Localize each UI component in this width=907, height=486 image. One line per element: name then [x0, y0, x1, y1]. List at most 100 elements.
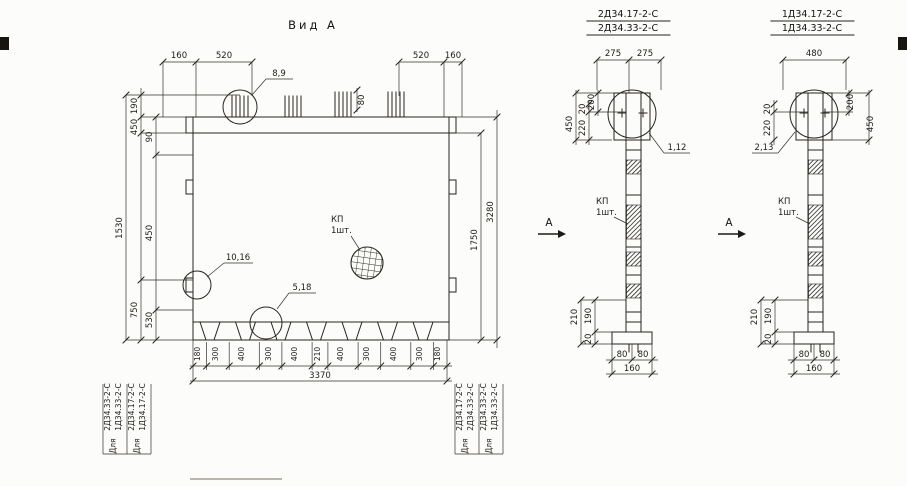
kp-embed-plate	[626, 204, 642, 240]
dim-label: 400	[389, 347, 398, 362]
cut-arrow	[558, 230, 566, 238]
edge-lug	[448, 179, 457, 195]
callout-label-1-12: 1,12	[668, 143, 687, 153]
dimensions-left: 1530 190 450 750 90 450 530	[115, 88, 240, 344]
dim-label: 190	[584, 308, 594, 324]
dim-label: 210	[750, 309, 760, 325]
for-label: Для	[133, 438, 142, 453]
dim-label: 80	[799, 350, 810, 360]
kp-label: КП	[778, 197, 790, 207]
dim-label: 180	[433, 347, 442, 362]
dimensions-right: 1750 3280	[449, 110, 501, 348]
dim-label: 450	[130, 119, 140, 135]
type-label: 2Д34.33-2-С	[479, 383, 488, 431]
applicability-left: 2Д34.33-2-С 1Д34.33-2-С Для 2Д34.17-2-С …	[102, 383, 152, 455]
dim-label: 300	[415, 347, 424, 362]
dim-label: 275	[637, 49, 653, 59]
dim-label: 80	[638, 350, 649, 360]
dim-label: 160	[445, 51, 461, 61]
kp-embed-plate	[808, 204, 824, 240]
dim-label: 3280	[486, 201, 496, 223]
type-label: 2Д34.17-2-С	[455, 383, 464, 431]
dim-label: 200	[587, 94, 597, 110]
dim-label: 275	[605, 49, 621, 59]
dim-label: 520	[216, 51, 232, 61]
detail-circle-2-13	[789, 89, 839, 139]
kp-label: КП	[331, 215, 343, 225]
type-label: 1Д34.33-2-С	[490, 383, 499, 431]
type-label: 2Д34.33-2-С	[103, 383, 112, 431]
dim-label: 450	[565, 116, 575, 132]
applicability-right: 2Д34.17-2-С 2Д34.33-2-С Для 2Д34.33-2-С …	[454, 383, 504, 455]
main-view: Вид А	[102, 18, 504, 455]
dim-label: 160	[806, 364, 822, 374]
scan-artifacts	[0, 37, 907, 480]
dim-label: 220	[763, 120, 773, 136]
type-label: 1Д34.33-2-С	[114, 383, 123, 431]
callout-label-8-9: 8,9	[272, 69, 286, 79]
callouts: 8,9 10,16 5,18 КП 1шт.	[182, 69, 384, 340]
dim-label: 200	[846, 94, 856, 110]
section-1d: 1Д34.17-2-С 1Д34.33-2-С 480 2,13 КП 1шт.	[718, 9, 876, 378]
type-label: 2Д34.17-2-С	[127, 383, 136, 431]
detail-circle-8-9	[222, 89, 258, 125]
dim-label: 1530	[115, 217, 125, 239]
dim-total-label: 3370	[309, 371, 331, 381]
kp-qty-label: 1шт.	[778, 208, 799, 218]
dim-label: 520	[413, 51, 429, 61]
type-label: 2Д34.33-2-С	[466, 383, 475, 431]
dim-label: 80	[820, 350, 831, 360]
for-label: Для	[485, 438, 494, 453]
detail-circle-10-16	[182, 270, 212, 300]
panel-outline	[185, 116, 457, 341]
anchor-cross-marks	[617, 108, 648, 118]
section-header: 2Д34.17-2-С	[598, 9, 659, 20]
dim-label: 400	[336, 347, 345, 362]
dim-label: 400	[237, 347, 246, 362]
dimensions-top: 160 520 520 160 80	[159, 51, 466, 117]
dim-label: 160	[624, 364, 640, 374]
edge-lug	[448, 277, 457, 293]
dim-label: 210	[313, 347, 322, 362]
callout-label-2-13: 2,13	[755, 143, 774, 153]
dim-label: 80	[357, 95, 367, 106]
dim-label: 190	[764, 308, 774, 324]
rebar-ticks	[231, 91, 405, 118]
for-label: Для	[461, 438, 470, 453]
kp-label: КП	[596, 197, 608, 207]
cut-label: А	[545, 217, 553, 229]
kp-qty-label: 1шт.	[596, 208, 617, 218]
dim-label: 300	[211, 347, 220, 362]
dim-label: 210	[570, 309, 580, 325]
column-geometry	[793, 92, 835, 353]
dim-label: 400	[290, 347, 299, 362]
callout-label-10-16: 10,16	[226, 253, 250, 263]
dim-label: 80	[617, 350, 628, 360]
for-label: Для	[109, 438, 118, 453]
dim-label: 20	[584, 334, 594, 345]
column-geometry	[611, 92, 653, 353]
dim-label: 20	[764, 334, 774, 345]
dim-label: 300	[264, 347, 273, 362]
kp-embed-circle	[350, 246, 384, 280]
dim-label: 160	[171, 51, 187, 61]
section-header: 2Д34.33-2-С	[598, 23, 659, 34]
dim-label: 300	[362, 347, 371, 362]
section-header: 1Д34.33-2-С	[782, 23, 843, 34]
dim-label: 530	[145, 312, 155, 328]
dim-label: 480	[806, 49, 822, 59]
dim-label: 220	[578, 120, 588, 136]
dim-label: 190	[130, 98, 140, 114]
cut-label: А	[725, 217, 733, 229]
section-header: 1Д34.17-2-С	[782, 9, 843, 20]
dim-label: 450	[145, 225, 155, 241]
kp-qty-label: 1шт.	[331, 226, 352, 236]
cut-arrow	[738, 230, 746, 238]
detail-circle-1-12	[607, 89, 657, 139]
callout-label-5-18: 5,18	[293, 283, 312, 293]
type-label: 1Д34.17-2-С	[138, 383, 147, 431]
edge-lug	[185, 179, 194, 195]
bottom-castellation	[199, 321, 434, 341]
